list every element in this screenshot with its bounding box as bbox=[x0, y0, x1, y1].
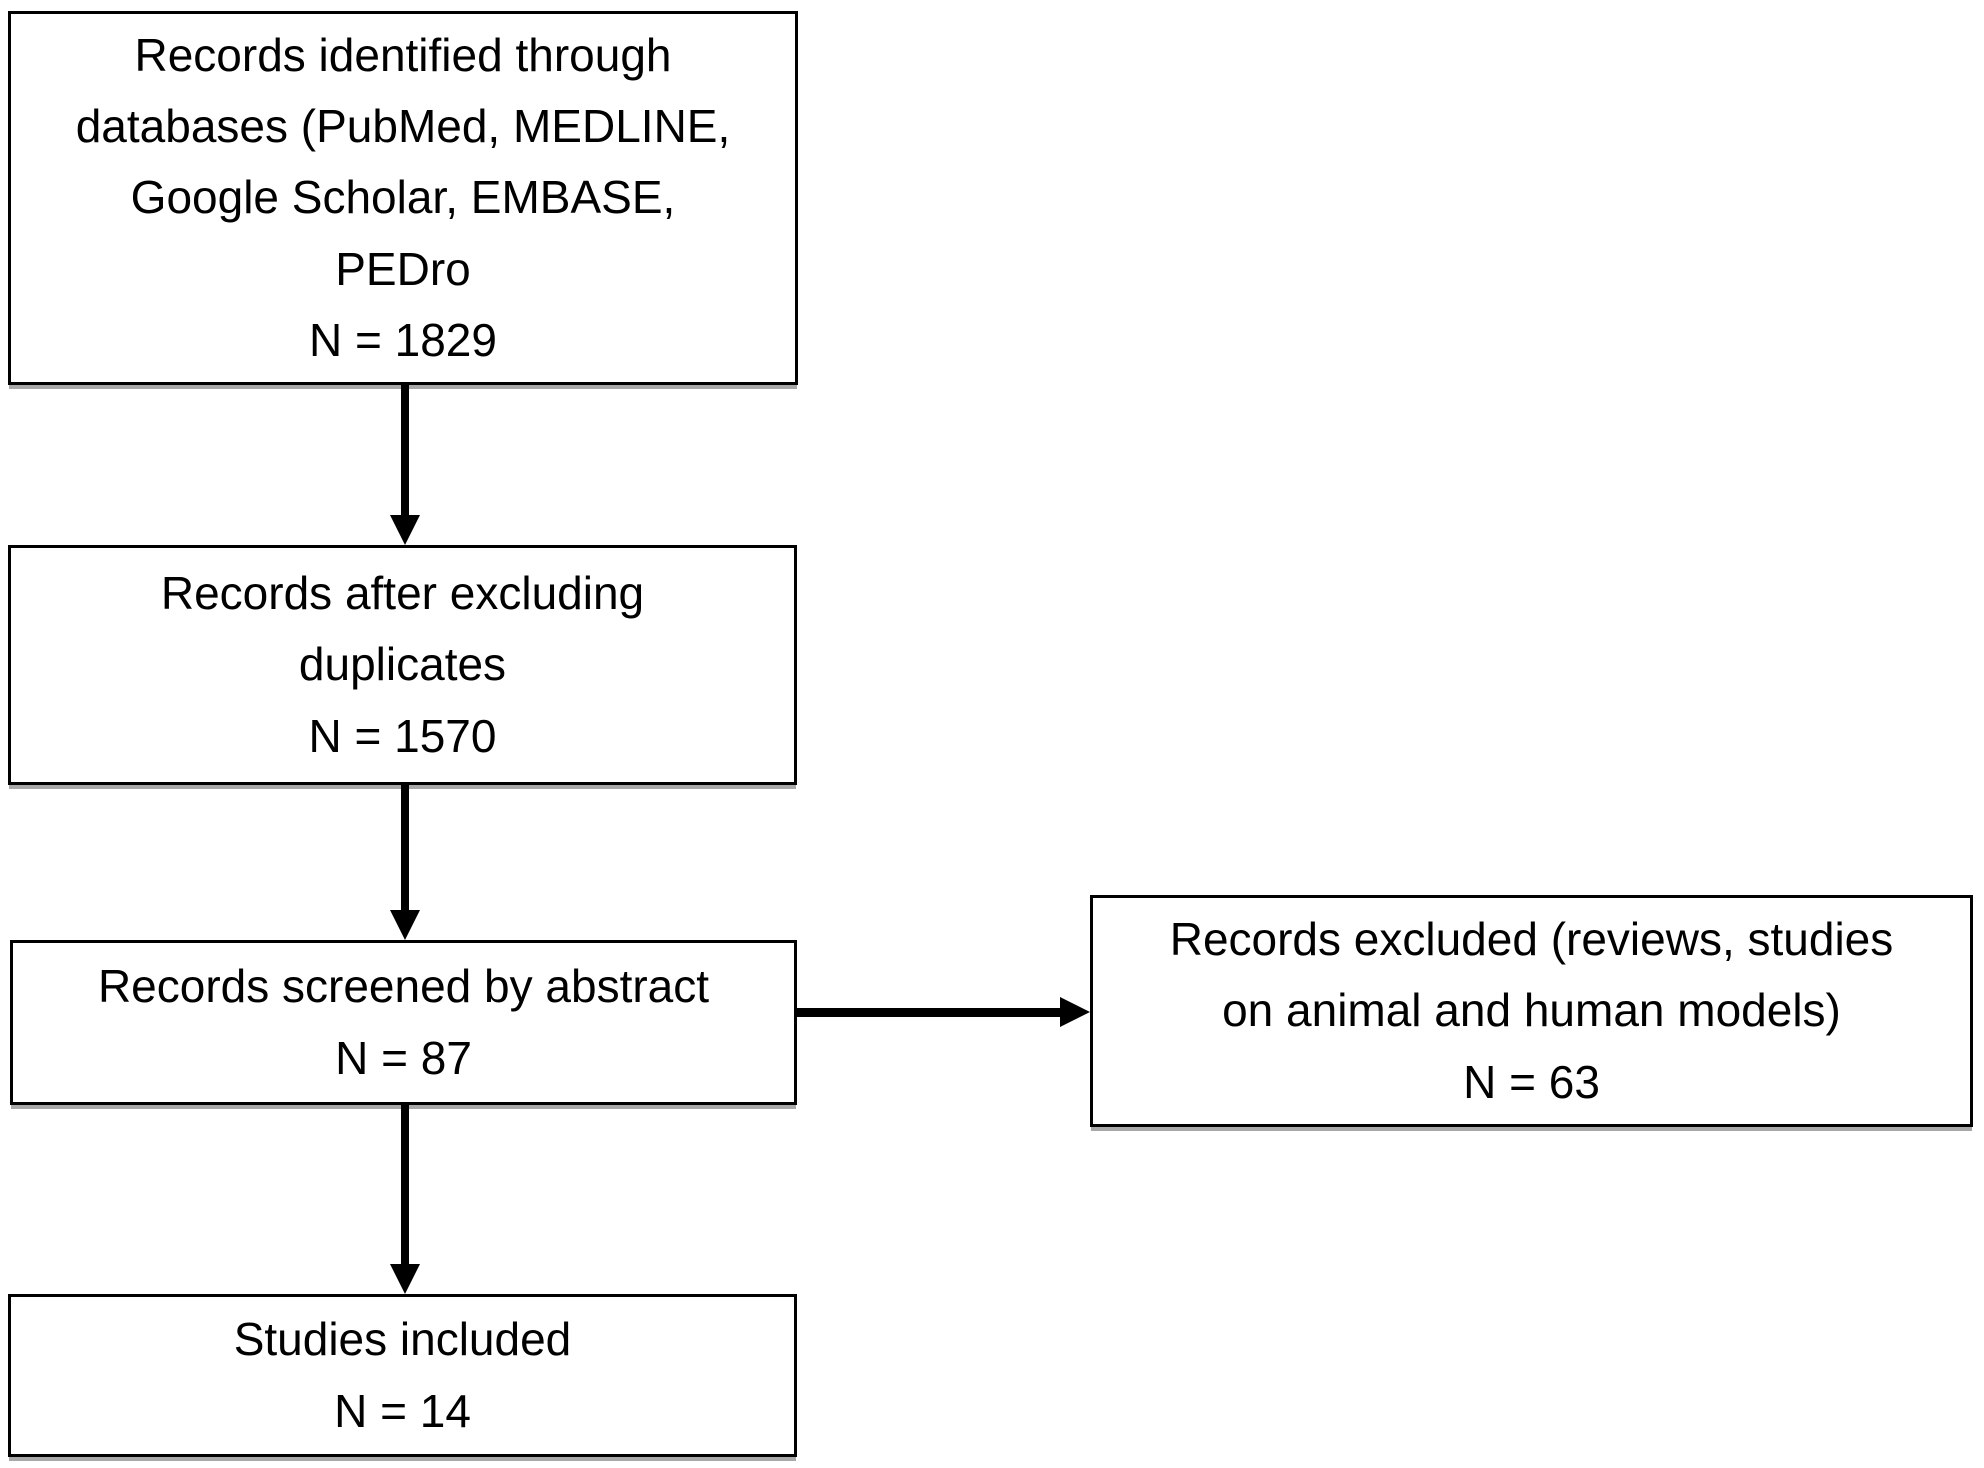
box-records-excluded-text: Records excluded (reviews, studies on an… bbox=[1169, 913, 1894, 1037]
arrow-right-icon bbox=[1060, 997, 1090, 1027]
box-studies-included-count: N = 14 bbox=[334, 1384, 471, 1437]
box-records-identified: Records identified through databases (Pu… bbox=[8, 11, 798, 385]
box-records-excluded-count: N = 63 bbox=[1463, 1055, 1600, 1108]
box-records-after-duplicates-text: Records after excluding duplicates bbox=[160, 567, 645, 691]
box-records-screened-count: N = 87 bbox=[335, 1031, 472, 1084]
box-records-after-duplicates-count: N = 1570 bbox=[308, 709, 497, 762]
box-records-after-duplicates: Records after excluding duplicates N = 1… bbox=[8, 545, 797, 785]
box-records-identified-count: N = 1829 bbox=[309, 313, 497, 366]
box-records-excluded: Records excluded (reviews, studies on an… bbox=[1090, 895, 1973, 1127]
box-records-identified-text: Records identified through databases (Pu… bbox=[75, 28, 731, 295]
arrow-down-icon bbox=[390, 910, 420, 940]
arrow-down-icon bbox=[390, 1264, 420, 1294]
arrow-stem bbox=[401, 385, 409, 517]
arrow-stem bbox=[797, 1008, 1062, 1017]
arrow-stem bbox=[401, 1105, 409, 1266]
box-studies-included: Studies included N = 14 bbox=[8, 1294, 797, 1457]
box-records-screened: Records screened by abstract N = 87 bbox=[10, 940, 797, 1105]
arrow-stem bbox=[401, 785, 409, 912]
box-records-screened-text: Records screened by abstract bbox=[97, 960, 710, 1013]
arrow-down-icon bbox=[390, 515, 420, 545]
box-studies-included-text: Studies included bbox=[233, 1313, 572, 1366]
